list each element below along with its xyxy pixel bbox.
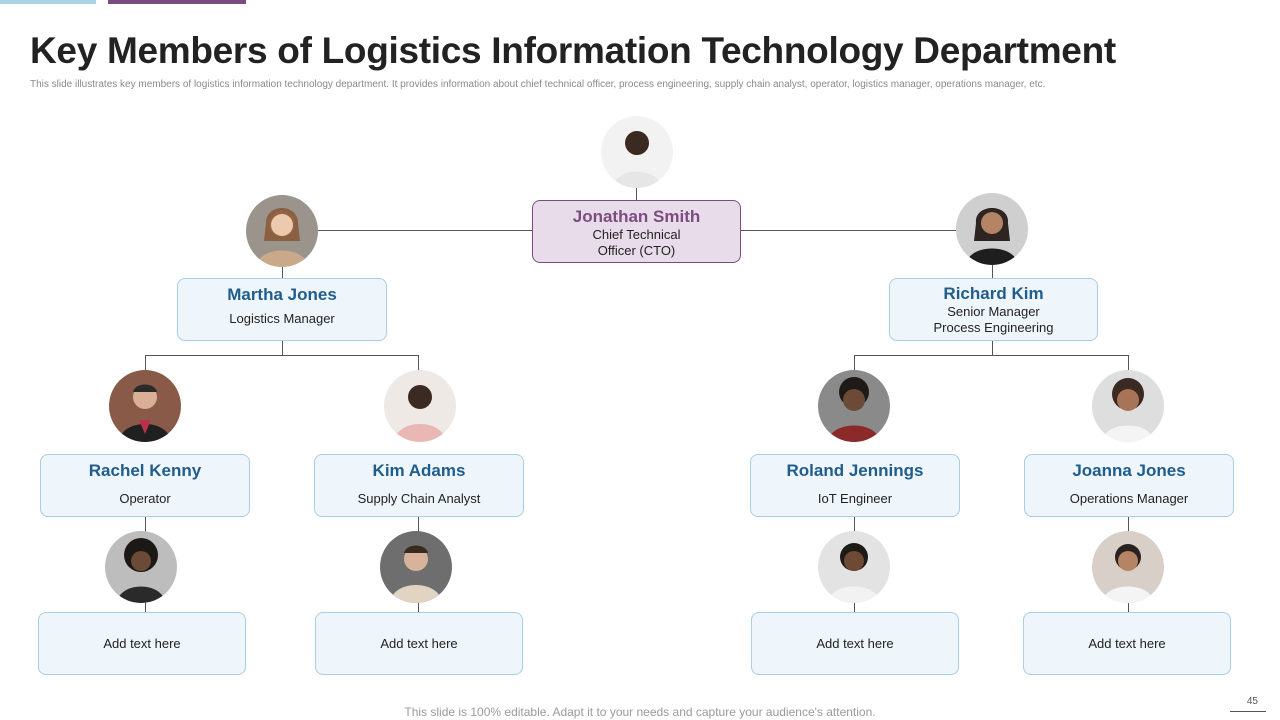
page-subtitle: This slide illustrates key members of lo… <box>30 79 1046 90</box>
member-role: Supply Chain Analyst <box>357 491 481 506</box>
connector-line <box>1128 602 1129 614</box>
connector-line <box>145 516 146 532</box>
member-role: Officer (CTO) <box>597 243 676 258</box>
top-accent-bar-purple <box>108 0 246 4</box>
connector-line <box>145 602 146 614</box>
member-role: Operations Manager <box>1069 491 1189 506</box>
member-role: IoT Engineer <box>817 491 893 506</box>
avatar <box>246 195 318 267</box>
member-name: Richard Kim <box>943 284 1044 303</box>
connector-line <box>418 355 419 371</box>
placeholder-text-box[interactable]: Add text here <box>315 612 523 675</box>
avatar <box>1092 531 1164 603</box>
staff-card: Kim Adams Supply Chain Analyst <box>314 454 524 517</box>
top-accent-bar-blue <box>0 0 96 4</box>
connector-line <box>992 340 993 355</box>
connector-line <box>854 516 855 532</box>
member-name: Kim Adams <box>372 461 466 480</box>
member-name: Rachel Kenny <box>88 461 202 480</box>
connector-line <box>854 355 855 371</box>
connector-line <box>740 230 956 231</box>
manager-card: Richard Kim Senior Manager Process Engin… <box>889 278 1098 341</box>
connector-line <box>854 355 1129 356</box>
member-role: Process Engineering <box>933 320 1054 335</box>
page-number-underline <box>1230 711 1266 712</box>
cto-card: Jonathan Smith Chief Technical Officer (… <box>532 200 741 263</box>
member-name: Jonathan Smith <box>572 207 701 226</box>
avatar <box>818 531 890 603</box>
connector-line <box>992 264 993 279</box>
member-role: Chief Technical <box>592 227 681 242</box>
placeholder-text-box[interactable]: Add text here <box>1023 612 1231 675</box>
connector-line <box>636 186 637 201</box>
member-role: Operator <box>119 491 171 506</box>
manager-card: Martha Jones Logistics Manager <box>177 278 387 341</box>
connector-line <box>1128 516 1129 532</box>
avatar <box>818 370 890 442</box>
member-name: Roland Jennings <box>786 461 924 480</box>
placeholder-text-box[interactable]: Add text here <box>751 612 959 675</box>
page-title: Key Members of Logistics Information Tec… <box>30 30 1116 71</box>
connector-line <box>145 355 146 371</box>
connector-line <box>418 602 419 614</box>
connector-line <box>318 230 532 231</box>
page-number: 45 <box>1246 696 1258 707</box>
footer-note: This slide is 100% editable. Adapt it to… <box>404 705 876 719</box>
avatar <box>956 193 1028 265</box>
staff-card: Rachel Kenny Operator <box>40 454 250 517</box>
placeholder-text-box[interactable]: Add text here <box>38 612 246 675</box>
avatar <box>380 531 452 603</box>
member-name: Martha Jones <box>227 285 337 304</box>
member-name: Joanna Jones <box>1072 461 1186 480</box>
connector-line <box>282 266 283 279</box>
staff-card: Joanna Jones Operations Manager <box>1024 454 1234 517</box>
avatar <box>109 370 181 442</box>
avatar <box>384 370 456 442</box>
member-role: Senior Manager <box>947 304 1040 319</box>
connector-line <box>145 355 419 356</box>
member-role: Logistics Manager <box>229 311 335 326</box>
connector-line <box>1128 355 1129 371</box>
avatar <box>1092 370 1164 442</box>
avatar <box>601 116 673 188</box>
avatar <box>105 531 177 603</box>
connector-line <box>854 602 855 614</box>
connector-line <box>418 516 419 532</box>
connector-line <box>282 340 283 355</box>
staff-card: Roland Jennings IoT Engineer <box>750 454 960 517</box>
